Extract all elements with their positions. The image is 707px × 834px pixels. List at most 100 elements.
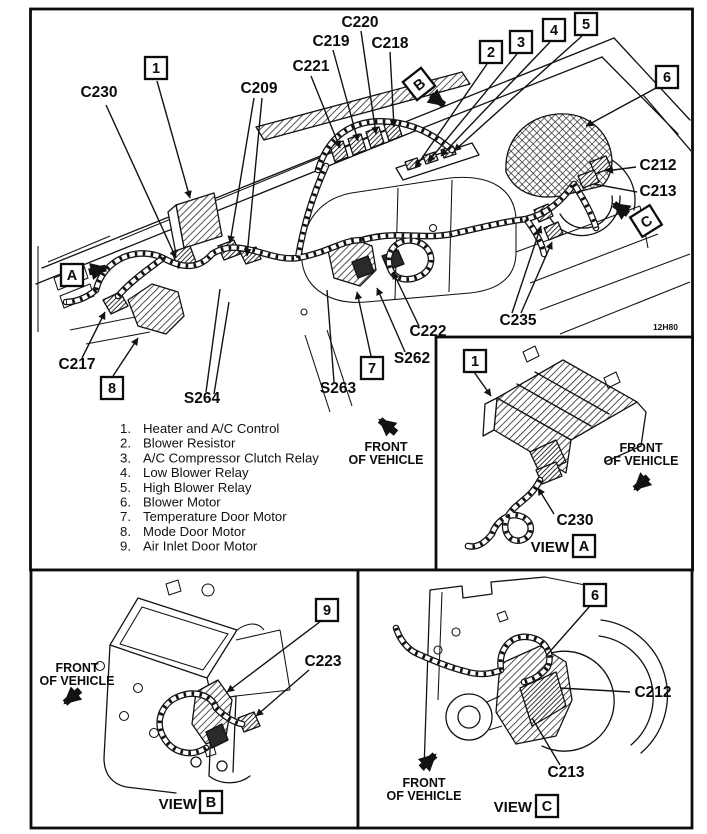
svg-text:3: 3 <box>517 35 525 51</box>
svg-text:1: 1 <box>471 354 479 370</box>
legend-num: 3. <box>120 450 131 465</box>
view-c-title: VIEW <box>494 799 533 816</box>
callout-box-2: 2 <box>478 39 504 65</box>
mode-door-motor <box>102 283 185 335</box>
view-a-letter-box: A <box>571 533 597 559</box>
label-c212: C212 <box>639 157 676 174</box>
legend-item: Mode Door Motor <box>143 524 246 539</box>
legend-num: 8. <box>120 524 131 539</box>
callout-box-6-view-c: 6 <box>582 582 608 608</box>
label-c230: C230 <box>80 84 117 101</box>
view-c-direction-arrow-icon <box>611 201 632 221</box>
callout-box-8: 8 <box>99 375 125 401</box>
callout-box-1: 1 <box>143 55 169 81</box>
front-arrow-icon <box>632 472 653 492</box>
callout-box-9: 9 <box>314 597 340 623</box>
svg-text:OF VEHICLE: OF VEHICLE <box>386 789 461 803</box>
legend-item: Temperature Door Motor <box>143 509 287 524</box>
svg-text:6: 6 <box>663 70 671 86</box>
label-s264: S264 <box>184 390 221 407</box>
svg-text:5: 5 <box>582 17 590 33</box>
main-labels: C230 C209 C221 C219 C220 C218 C212 C213 … <box>58 11 680 407</box>
legend-item: High Blower Relay <box>143 480 252 495</box>
figure-code: 12H80 <box>653 322 678 332</box>
legend-num: 9. <box>120 539 131 554</box>
view-c-labels: 6 C212 C213 FRONT OF VEHICLE VIEW C <box>386 582 672 819</box>
legend-item: Blower Motor <box>143 495 221 510</box>
view-b-direction-arrow-icon <box>426 88 447 108</box>
connector-c223-shape <box>237 711 261 733</box>
svg-text:FRONT: FRONT <box>619 441 662 455</box>
svg-text:7: 7 <box>368 361 376 377</box>
front-arrow-icon <box>417 752 438 772</box>
view-c-letter-box: C <box>534 793 560 819</box>
svg-text:A: A <box>67 268 78 284</box>
svg-text:FRONT: FRONT <box>402 776 445 790</box>
callout-box-3: 3 <box>508 29 534 55</box>
svg-text:OF VEHICLE: OF VEHICLE <box>603 454 678 468</box>
svg-text:8: 8 <box>108 381 116 397</box>
callout-box-1-view-a: 1 <box>462 348 488 374</box>
label-c213-view-c: C213 <box>547 764 584 781</box>
svg-text:B: B <box>206 795 216 811</box>
svg-text:9: 9 <box>323 603 331 619</box>
label-c217: C217 <box>58 356 95 373</box>
label-c209: C209 <box>240 80 277 97</box>
legend-num: 2. <box>120 436 131 451</box>
legend-item: Heater and A/C Control <box>143 421 279 436</box>
front-arrow-icon <box>377 417 399 437</box>
label-c212-view-c: C212 <box>634 684 671 701</box>
svg-text:A: A <box>579 539 590 555</box>
svg-text:FRONT: FRONT <box>55 661 98 675</box>
callout-box-4: 4 <box>541 17 567 43</box>
front-of-vehicle-main: FRONT OF VEHICLE <box>348 417 424 467</box>
view-b-title: VIEW <box>159 796 198 813</box>
callout-box-6: 6 <box>654 64 680 90</box>
view-marker-c: C <box>628 203 664 239</box>
legend-item: A/C Compressor Clutch Relay <box>143 450 319 465</box>
svg-text:2: 2 <box>487 45 495 61</box>
label-c235: C235 <box>499 312 536 329</box>
legend-num: 6. <box>120 495 131 510</box>
label-c220: C220 <box>341 14 378 31</box>
label-s262: S262 <box>394 350 430 367</box>
label-c230-view-a: C230 <box>556 512 593 529</box>
leader-lines <box>81 30 657 395</box>
legend-item: Blower Resistor <box>143 436 236 451</box>
label-c213: C213 <box>639 183 676 200</box>
label-s263: S263 <box>320 380 357 397</box>
label-c221: C221 <box>292 58 329 75</box>
legend-num: 4. <box>120 465 131 480</box>
svg-text:4: 4 <box>550 23 558 39</box>
view-a-direction-arrow-icon <box>88 262 109 281</box>
connector-c213-shape <box>577 169 600 189</box>
svg-text:C: C <box>542 799 553 815</box>
view-marker-a: A <box>59 262 85 288</box>
callout-box-7: 7 <box>359 355 385 381</box>
legend-num: 7. <box>120 509 131 524</box>
view-a-labels: 1 C230 FRONT OF VEHICLE VIEW A <box>462 348 679 559</box>
legend-num: 5. <box>120 480 131 495</box>
front-arrow-icon <box>62 686 83 706</box>
view-b-art <box>94 579 322 794</box>
legend-num: 1. <box>120 421 131 436</box>
svg-text:6: 6 <box>591 588 599 604</box>
view-a-art <box>468 345 647 547</box>
view-c-art <box>396 576 669 771</box>
heater-ac-control <box>167 192 223 269</box>
callout-box-5: 5 <box>573 11 599 37</box>
label-c223: C223 <box>304 653 341 670</box>
view-b-letter-box: B <box>198 789 224 815</box>
view-b-labels: 9 C223 FRONT OF VEHICLE VIEW B <box>39 597 342 815</box>
connector-c217-shape <box>102 291 129 315</box>
label-c219: C219 <box>312 33 349 50</box>
svg-text:1: 1 <box>152 61 160 77</box>
label-c218: C218 <box>371 35 408 52</box>
svg-text:OF VEHICLE: OF VEHICLE <box>348 453 423 467</box>
view-a-title: VIEW <box>531 539 570 556</box>
legend-item: Air Inlet Door Motor <box>143 539 258 554</box>
svg-text:FRONT: FRONT <box>364 440 407 454</box>
svg-text:OF VEHICLE: OF VEHICLE <box>39 674 114 688</box>
legend-item: Low Blower Relay <box>143 465 249 480</box>
